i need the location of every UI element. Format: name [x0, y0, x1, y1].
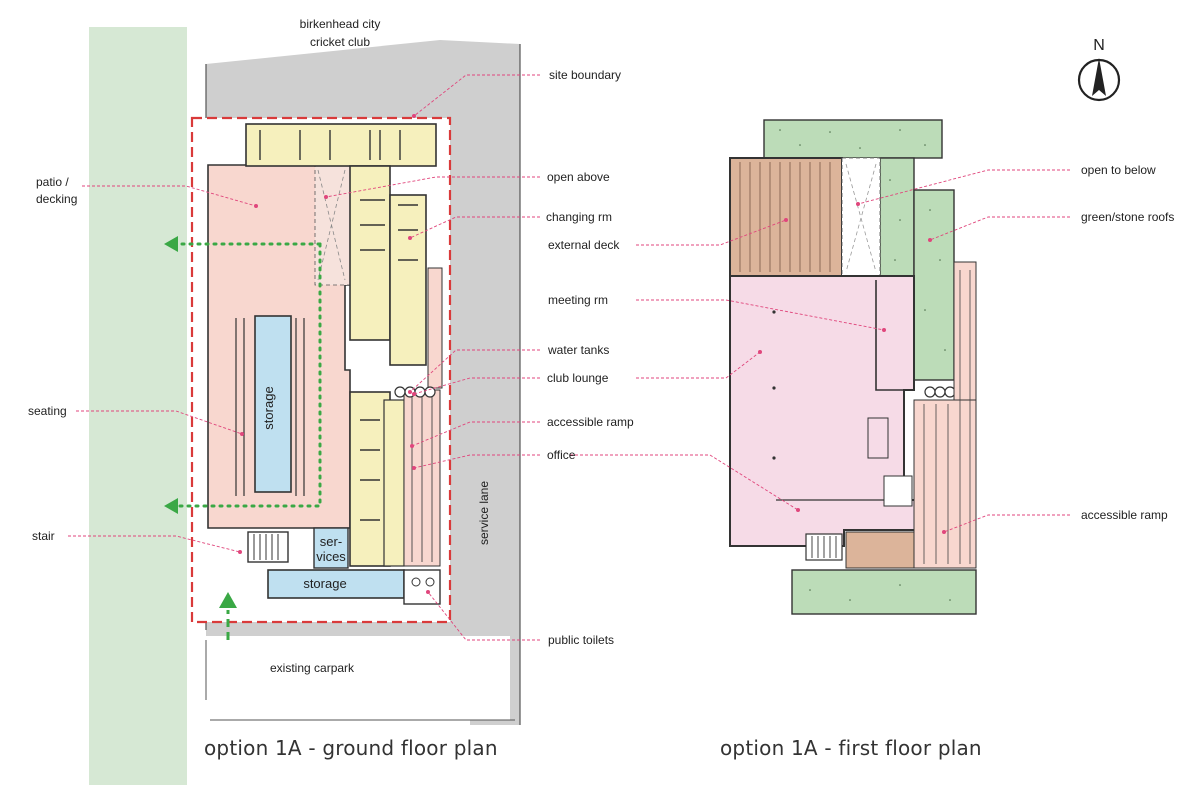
- ramp-lines: [411, 394, 433, 562]
- green-roof-right-b: [913, 189, 955, 381]
- carpark-area: [200, 636, 510, 720]
- site-boundary-label: site boundary: [549, 68, 622, 82]
- seating-benches: [235, 318, 305, 496]
- club-lounge-label: club lounge: [547, 371, 609, 385]
- office-wc: [883, 475, 913, 507]
- ramp-lines-first: [923, 270, 971, 564]
- changing-block-d: [383, 399, 405, 567]
- meeting-rm-label: meeting rm: [548, 293, 609, 307]
- leader-lines: [68, 74, 1070, 641]
- arrow-west-top: [164, 236, 178, 252]
- service-lane: [458, 68, 520, 700]
- services-room: [313, 527, 349, 569]
- arrow-west-bottom: [164, 498, 178, 514]
- green-roof-bottom: [791, 569, 977, 615]
- entry-arrow-head: [219, 592, 237, 608]
- water-tanks-label: water tanks: [548, 343, 610, 357]
- leader-dots: [238, 114, 946, 594]
- open-to-below: [841, 157, 881, 277]
- open-above-label: open above: [547, 170, 610, 184]
- open-below-cross: [845, 163, 877, 273]
- office-desk: [867, 417, 889, 459]
- accessible-ramp-label: accessible ramp: [547, 415, 634, 429]
- open-to-below-label: open to below: [1081, 163, 1156, 177]
- green-strip: [89, 27, 187, 785]
- green-roof-right: [879, 157, 915, 279]
- stair-landing-first: [845, 531, 915, 569]
- public-toilets-label: public toilets: [548, 633, 615, 647]
- carpark-label: existing carpark: [270, 661, 355, 675]
- external-deck: [729, 157, 843, 277]
- stair-treads: [253, 534, 279, 560]
- changing-block-top: [245, 123, 437, 167]
- storage-horizontal-label: storage: [303, 576, 346, 591]
- site-boundary: [190, 116, 452, 624]
- office-label: office: [547, 448, 576, 462]
- ground-floor-title: option 1A - ground floor plan: [204, 736, 498, 760]
- carpark-edge: [205, 640, 515, 721]
- external-deck-label: external deck: [548, 238, 620, 252]
- ramp-upper-first: [953, 261, 977, 401]
- north-label: N: [1093, 37, 1105, 54]
- storage-vertical: [254, 315, 292, 493]
- stair-label: stair: [32, 529, 55, 543]
- storage-vertical-label: storage: [261, 386, 276, 429]
- changing-block-c: [349, 391, 391, 567]
- ramp-upper-ground: [427, 267, 443, 389]
- deck-boards: [739, 162, 831, 272]
- services-label-1: ser-: [320, 534, 342, 549]
- accessible-ramp-first-label: accessible ramp: [1081, 508, 1168, 522]
- columns: [772, 310, 776, 460]
- changing-block-b: [389, 194, 427, 366]
- toilet-fixture: [411, 577, 421, 587]
- seating-label: seating: [28, 404, 67, 418]
- patio-label: patio / decking: [36, 175, 78, 206]
- stair-treads-first: [811, 536, 837, 558]
- service-lane-label: service lane: [477, 481, 491, 545]
- storage-horizontal: [267, 569, 405, 599]
- green-roof-top: [763, 119, 943, 159]
- roof-texture: [779, 129, 951, 601]
- club-label: birkenhead city cricket club: [299, 17, 381, 49]
- changing-block-a: [349, 165, 391, 341]
- water-tanks-first: [924, 386, 956, 398]
- services-label-2: vices: [316, 549, 346, 564]
- changing-stalls: [259, 130, 418, 521]
- open-above-cross: [317, 169, 346, 281]
- first-floor-title: option 1A - first floor plan: [720, 736, 982, 760]
- accessible-ramp-first: [913, 399, 977, 569]
- green-stone-roofs-label: green/stone roofs: [1081, 210, 1175, 224]
- meeting-rm-wall: [875, 280, 904, 391]
- circulation-path: [174, 242, 322, 508]
- changing-rm-label: changing rm: [546, 210, 613, 224]
- north-arrow: [1077, 58, 1121, 102]
- stair-ground: [247, 531, 289, 563]
- toilet-fixture: [425, 577, 435, 587]
- public-toilets: [403, 569, 441, 605]
